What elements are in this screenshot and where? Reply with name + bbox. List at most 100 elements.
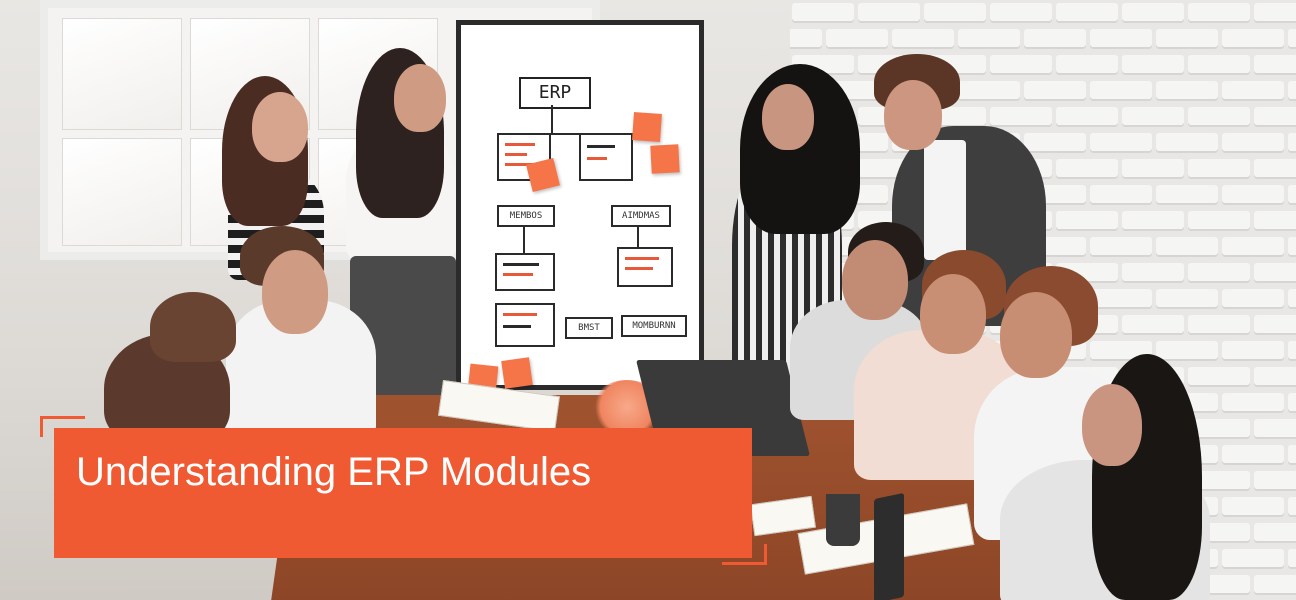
coffee-mug	[826, 494, 860, 546]
brick	[1222, 81, 1284, 101]
brick	[1090, 81, 1152, 101]
brick-row	[790, 26, 1296, 52]
sticky-note	[650, 144, 680, 174]
brick	[1122, 315, 1184, 335]
brick	[1188, 315, 1250, 335]
brick	[1122, 263, 1184, 283]
brick	[1056, 3, 1118, 23]
brick	[1188, 419, 1250, 439]
brick	[1254, 315, 1296, 335]
brick	[1288, 81, 1296, 101]
brick	[1188, 211, 1250, 231]
brick	[1254, 55, 1296, 75]
diagram-label: MEMBOS	[497, 205, 555, 227]
brick-row	[790, 0, 1296, 26]
brick	[1288, 237, 1296, 257]
diagram-box	[495, 303, 555, 347]
brick	[1090, 289, 1152, 309]
brick	[1090, 133, 1152, 153]
brick	[1288, 29, 1296, 49]
banner-corner-accent	[40, 416, 85, 437]
brick-row	[790, 52, 1296, 78]
brick	[892, 29, 954, 49]
brick	[1188, 263, 1250, 283]
brick	[1222, 549, 1284, 569]
brick	[1222, 29, 1284, 49]
brick	[1188, 159, 1250, 179]
brick	[1122, 55, 1184, 75]
brick	[1156, 341, 1218, 361]
brick	[990, 55, 1052, 75]
sticky-note	[501, 357, 533, 389]
brick	[1288, 497, 1296, 517]
brick	[1156, 185, 1218, 205]
banner-corner-accent	[722, 544, 767, 565]
diagram-label: MOMBURNN	[621, 315, 687, 337]
brick	[1254, 159, 1296, 179]
brick	[1254, 211, 1296, 231]
brick	[1056, 211, 1118, 231]
title-banner: Understanding ERP Modules	[54, 428, 752, 558]
brick	[924, 3, 986, 23]
brick	[1122, 211, 1184, 231]
brick	[858, 3, 920, 23]
brick-row	[790, 130, 1296, 156]
brick	[1288, 341, 1296, 361]
brick	[1024, 29, 1086, 49]
brick	[1188, 55, 1250, 75]
brick	[1188, 3, 1250, 23]
banner-title: Understanding ERP Modules	[76, 450, 592, 494]
brick	[826, 29, 888, 49]
brick-row	[790, 104, 1296, 130]
brick	[1254, 471, 1296, 491]
brick	[790, 29, 822, 49]
brick	[1122, 159, 1184, 179]
brick	[990, 107, 1052, 127]
brick	[1222, 237, 1284, 257]
brick	[1024, 81, 1086, 101]
brick	[1156, 237, 1218, 257]
brick	[1288, 133, 1296, 153]
brick	[1222, 185, 1284, 205]
brick	[1222, 445, 1284, 465]
brick	[792, 3, 854, 23]
diagram-label: BMST	[565, 317, 613, 339]
brick	[1288, 289, 1296, 309]
brick	[1288, 445, 1296, 465]
brick	[1222, 289, 1284, 309]
brick	[1188, 107, 1250, 127]
brick	[1090, 237, 1152, 257]
brick	[1254, 367, 1296, 387]
brick-row	[790, 78, 1296, 104]
brick	[1090, 185, 1152, 205]
brick	[1288, 549, 1296, 569]
brick	[1056, 107, 1118, 127]
brick	[1254, 523, 1296, 543]
diagram-label: AIMDMAS	[611, 205, 671, 227]
brick	[1254, 263, 1296, 283]
brick	[1222, 133, 1284, 153]
brick	[1156, 133, 1218, 153]
diagram-box	[497, 133, 551, 181]
brick	[1188, 471, 1250, 491]
brick	[1156, 81, 1218, 101]
brick	[1254, 3, 1296, 23]
brick	[1222, 393, 1284, 413]
brick	[990, 3, 1052, 23]
brick-row	[790, 156, 1296, 182]
brick	[1056, 159, 1118, 179]
diagram-box	[617, 247, 673, 287]
brick	[1122, 107, 1184, 127]
flipchart: ERP MEMBOS AIMDMAS BMST	[456, 20, 704, 395]
flipchart-heading: ERP	[519, 77, 591, 109]
brick	[1024, 133, 1086, 153]
brick	[1122, 3, 1184, 23]
brick	[958, 29, 1020, 49]
brick	[1222, 341, 1284, 361]
brick	[1156, 289, 1218, 309]
brick	[1288, 185, 1296, 205]
sticky-note	[526, 158, 560, 192]
brick	[1056, 55, 1118, 75]
diagram-box	[579, 133, 633, 181]
